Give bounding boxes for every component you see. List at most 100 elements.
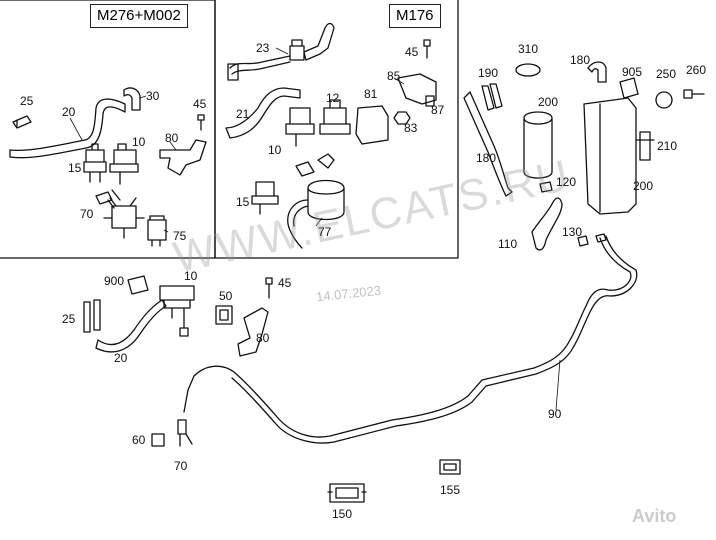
callout-87: 87	[431, 103, 445, 117]
callout-21: 21	[236, 107, 250, 121]
leader-80a	[169, 141, 177, 151]
leader-85	[393, 77, 405, 85]
callout-260: 260	[686, 63, 707, 77]
part-80-bracket	[159, 139, 207, 176]
part-20-hose	[9, 98, 126, 159]
callout-20b: 20	[114, 351, 128, 365]
callout-70: 70	[80, 207, 94, 221]
callout-60: 60	[132, 433, 146, 447]
part-150-holder	[327, 483, 367, 503]
part-45-bolt	[197, 114, 205, 131]
callout-120: 120	[556, 175, 577, 189]
part-190-hose	[481, 83, 503, 111]
part-155-clip	[439, 459, 461, 475]
part-77-canister	[307, 179, 345, 221]
part-130-connector	[577, 233, 607, 247]
part-15b-valve	[251, 181, 279, 215]
part-45-bolt-b	[423, 39, 431, 59]
part-70b-sensor	[177, 419, 193, 447]
part-83-nut	[393, 111, 411, 125]
callout-77: 77	[318, 225, 332, 239]
callout-10c: 10	[184, 269, 198, 283]
part-20b-hose	[95, 299, 167, 353]
part-200b-canister	[583, 97, 637, 215]
part-12-valve	[319, 99, 351, 135]
part-23-valve	[289, 22, 335, 61]
part-905-damper	[619, 77, 639, 99]
part-77-connector	[295, 153, 335, 177]
callout-15b: 15	[236, 195, 250, 209]
callout-90: 90	[548, 407, 562, 421]
callout-250: 250	[656, 67, 677, 81]
part-180b-pipe	[463, 91, 513, 197]
part-45c-bolt	[265, 277, 273, 299]
callout-25: 25	[20, 94, 34, 108]
part-110-hose	[531, 197, 563, 251]
panel-title-right: M176	[389, 4, 441, 28]
callout-45c: 45	[278, 276, 292, 290]
callout-85: 85	[387, 69, 401, 83]
part-120-clip	[539, 181, 553, 193]
callout-200a: 200	[538, 95, 559, 109]
callout-81: 81	[364, 87, 378, 101]
part-10c-valve	[159, 285, 195, 337]
callout-45: 45	[193, 97, 207, 111]
callout-80: 80	[165, 131, 179, 145]
callout-75: 75	[173, 229, 187, 243]
leader-30	[139, 95, 147, 99]
panel-title-left: M276+M002	[90, 4, 188, 28]
callout-180b: 180	[476, 151, 497, 165]
callout-25b: 25	[62, 312, 76, 326]
callout-110: 110	[498, 237, 518, 251]
part-50-clip	[215, 305, 233, 325]
part-180-pipe	[587, 61, 607, 83]
right-panel-frame	[214, 0, 459, 259]
callout-130: 130	[562, 225, 583, 239]
part-75-canister	[147, 215, 167, 247]
part-10-valve	[109, 143, 139, 185]
part-25b-pipe	[83, 299, 101, 333]
callout-15: 15	[68, 161, 82, 175]
part-90-line	[183, 237, 632, 438]
part-60-clip	[151, 433, 165, 447]
callout-12: 12	[326, 91, 340, 105]
callout-905: 905	[622, 65, 643, 79]
part-75-assembly	[103, 197, 145, 239]
part-80b-bracket	[237, 307, 269, 357]
part-15-valve	[83, 143, 107, 183]
callout-83: 83	[404, 121, 418, 135]
part-23-hose	[229, 55, 291, 75]
callout-10: 10	[132, 135, 146, 149]
callout-23: 23	[256, 41, 270, 55]
part-10b-valve	[285, 107, 315, 147]
watermark-avito: Avito	[632, 506, 677, 526]
part-210-valve	[635, 131, 655, 161]
callout-70b: 70	[174, 459, 188, 473]
callout-155: 155	[440, 483, 461, 497]
part-250-ring	[655, 91, 673, 109]
part-85-bracket	[397, 73, 437, 105]
part-23-hose-end	[227, 63, 239, 81]
callout-20: 20	[62, 105, 76, 119]
part-30-hose	[123, 87, 141, 111]
part-310-clamp	[515, 63, 541, 77]
leader-77	[315, 217, 323, 227]
leader-23	[275, 47, 289, 55]
callout-900: 900	[104, 274, 125, 288]
callout-50: 50	[219, 289, 233, 303]
part-25-pipe	[12, 115, 32, 129]
callout-150: 150	[332, 507, 353, 521]
leader-75	[163, 229, 169, 233]
part-260-bolt	[683, 89, 705, 99]
part-21-hose	[225, 87, 301, 139]
leader-90	[555, 359, 561, 411]
callout-310: 310	[518, 42, 539, 56]
callout-80b: 80	[256, 331, 270, 345]
part-81-bracket	[355, 105, 389, 145]
callout-190: 190	[478, 66, 499, 80]
part-900-damper	[127, 275, 149, 295]
callout-180a: 180	[570, 53, 591, 67]
callout-10b: 10	[268, 143, 282, 157]
